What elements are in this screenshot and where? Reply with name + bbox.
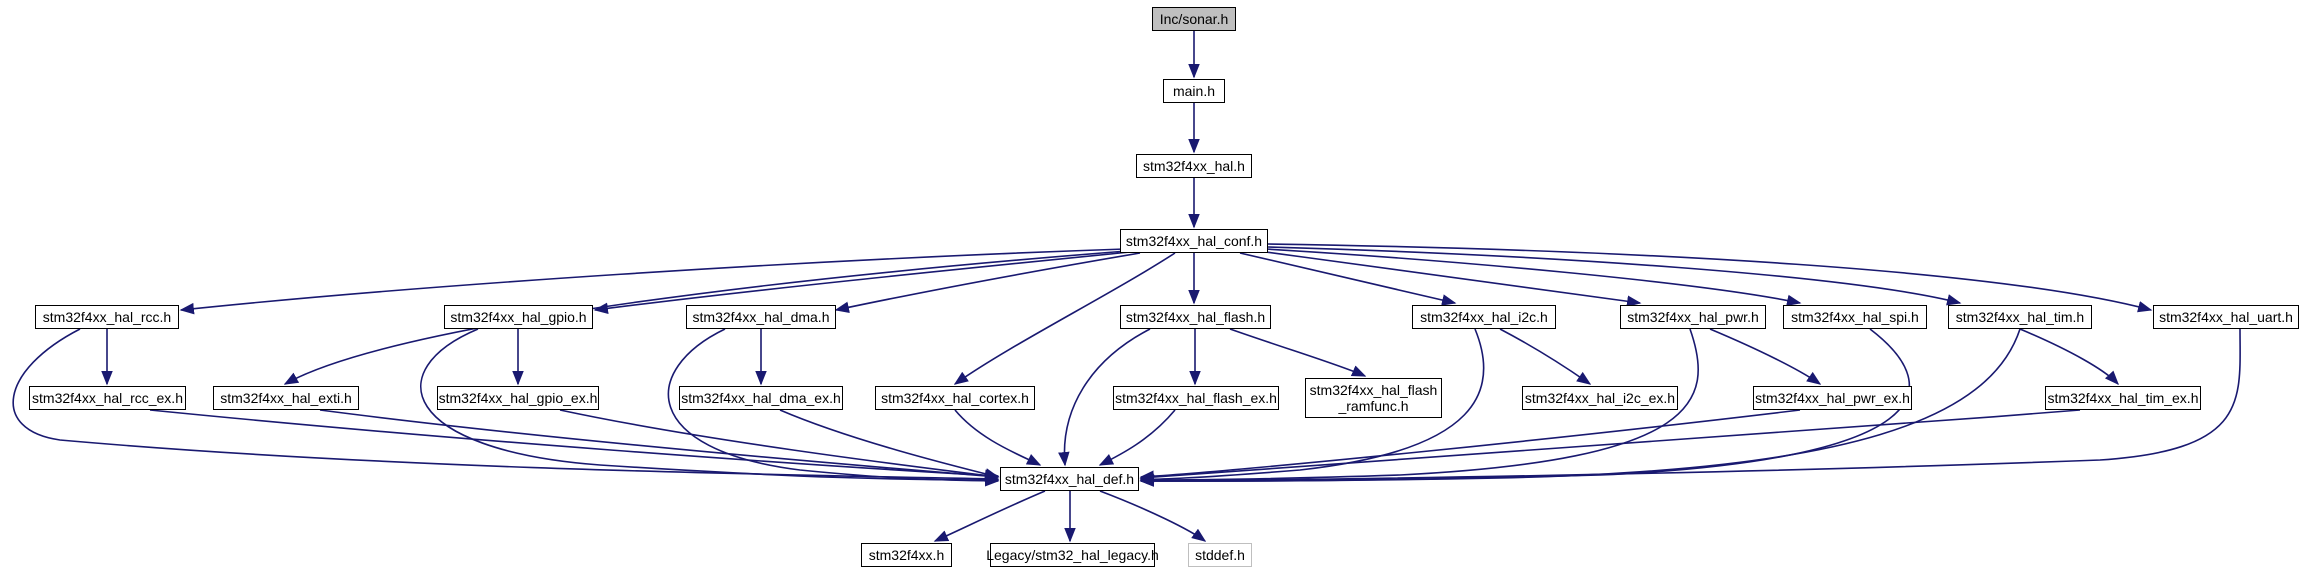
edge-pwr-pwrex [1709,328,1822,385]
edge-conf-uart [1267,243,2153,313]
node-stm32f4xx-h[interactable]: stm32f4xx.h [861,543,952,567]
node-stm32f4xx-hal-dma-ex-h[interactable]: stm32f4xx_hal_dma_ex.h [679,386,843,410]
node-stddef-h: stddef.h [1188,543,1252,567]
edge-rccex-def [149,409,1000,482]
node-stm32f4xx-hal-rcc-ex-h[interactable]: stm32f4xx_hal_rcc_ex.h [29,386,186,410]
node-inc-sonar-h[interactable]: Inc/sonar.h [1152,7,1236,31]
edge-conf-cortex [953,252,1176,385]
node-stm32f4xx-hal-def-h[interactable]: stm32f4xx_hal_def.h [1000,467,1139,491]
node-stm32f4xx-hal-flash-ramfunc-h[interactable]: stm32f4xx_hal_flash _ramfunc.h [1305,378,1442,418]
node-stm32f4xx-hal-i2c-ex-h[interactable]: stm32f4xx_hal_i2c_ex.h [1522,386,1678,410]
node-stm32f4xx-hal-conf-h[interactable]: stm32f4xx_hal_conf.h [1120,229,1268,253]
edge-conf-spi [1264,248,1802,306]
node-stm32f4xx-hal-pwr-ex-h[interactable]: stm32f4xx_hal_pwr_ex.h [1753,386,1912,410]
node-stm32f4xx-hal-pwr-h[interactable]: stm32f4xx_hal_pwr.h [1620,305,1766,329]
edge-conf-exti [283,250,1128,385]
node-stm32f4xx-hal-h[interactable]: stm32f4xx_hal.h [1136,154,1252,178]
node-main-h[interactable]: main.h [1163,79,1225,103]
edge-gpio-def [420,328,1000,486]
node-stm32f4xx-hal-flash-h[interactable]: stm32f4xx_hal_flash.h [1120,305,1271,329]
node-stm32f4xx-hal-i2c-h[interactable]: stm32f4xx_hal_i2c.h [1412,305,1556,329]
edge-conf-dma [834,252,1141,313]
edge-cortex-def [954,409,1042,466]
node-stm32f4xx-hal-spi-h[interactable]: stm32f4xx_hal_spi.h [1783,305,1927,329]
edge-def-stm32f4xx [933,490,1046,542]
edge-pwr-def [1139,328,1700,486]
edge-conf-tim [1267,246,1962,306]
edge-tim-timex [2019,328,2119,386]
node-stm32f4xx-hal-tim-ex-h[interactable]: stm32f4xx_hal_tim_ex.h [2045,386,2201,410]
edge-dma-def [667,328,1000,487]
edge-flashex-def [1098,409,1176,466]
edge-conf-rcc [179,248,1126,315]
node-legacy-stm32-hal-legacy-h[interactable]: Legacy/stm32_hal_legacy.h [986,543,1159,567]
node-stm32f4xx-hal-exti-h[interactable]: stm32f4xx_hal_exti.h [213,386,359,410]
edge-exti-def [319,409,1000,482]
edge-dmaex-def [779,409,1000,480]
edge-conf-gpio [593,251,1131,315]
node-stm32f4xx-hal-cortex-h[interactable]: stm32f4xx_hal_cortex.h [875,386,1035,410]
node-stm32f4xx-hal-uart-h[interactable]: stm32f4xx_hal_uart.h [2153,305,2299,329]
edge-conf-pwr [1257,250,1642,307]
node-stm32f4xx-hal-dma-h[interactable]: stm32f4xx_hal_dma.h [686,305,836,329]
edge-conf-i2c [1239,252,1457,306]
edge-uart-def [1139,328,2241,487]
node-stm32f4xx-hal-tim-h[interactable]: stm32f4xx_hal_tim.h [1948,305,2092,329]
node-stm32f4xx-hal-gpio-ex-h[interactable]: stm32f4xx_hal_gpio_ex.h [437,386,599,410]
edge-i2c-i2cex [1499,328,1592,385]
edge-def-stddef [1099,490,1207,542]
node-stm32f4xx-hal-gpio-h[interactable]: stm32f4xx_hal_gpio.h [444,305,593,329]
node-stm32f4xx-hal-rcc-h[interactable]: stm32f4xx_hal_rcc.h [35,305,179,329]
edge-timex-def [1139,409,2081,483]
node-stm32f4xx-hal-flash-ex-h[interactable]: stm32f4xx_hal_flash_ex.h [1113,386,1279,410]
edge-rcc-def [12,328,1000,485]
edge-gpioex-def [559,409,1000,482]
edge-pwrex-def [1139,409,1801,482]
edge-flash-def [1058,328,1151,467]
edge-flash-ramfunc [1229,328,1367,377]
